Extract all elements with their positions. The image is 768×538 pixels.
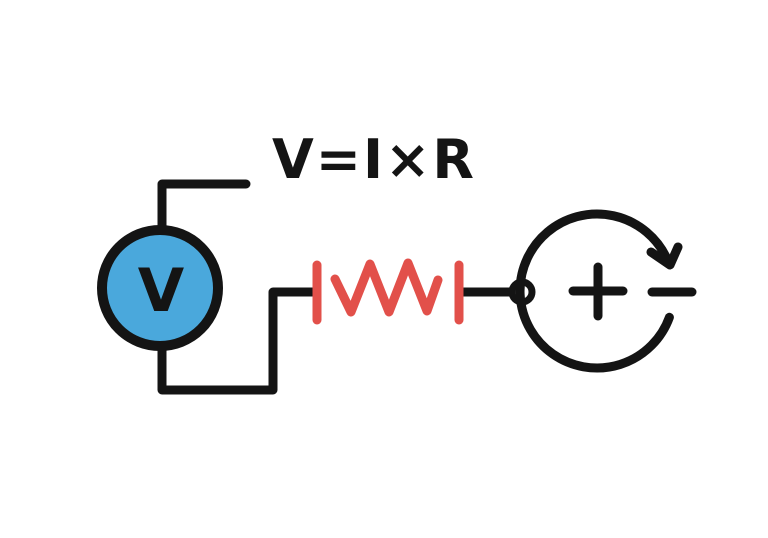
wire-top-left	[157, 179, 251, 237]
voltmeter-label: V	[138, 256, 185, 326]
resistor-zigzag	[330, 258, 443, 317]
plus-symbol	[568, 262, 628, 321]
source-circle-arc	[515, 209, 674, 373]
resistor-symbol	[312, 258, 464, 325]
ohms-law-formula: V=I×R	[272, 128, 476, 191]
voltmeter-symbol: V	[97, 225, 223, 351]
voltmeter-circle	[97, 225, 223, 351]
wire-bottom-left	[157, 287, 319, 395]
clockwise-arrowhead-icon	[646, 242, 683, 270]
current-source-symbol	[515, 209, 697, 373]
